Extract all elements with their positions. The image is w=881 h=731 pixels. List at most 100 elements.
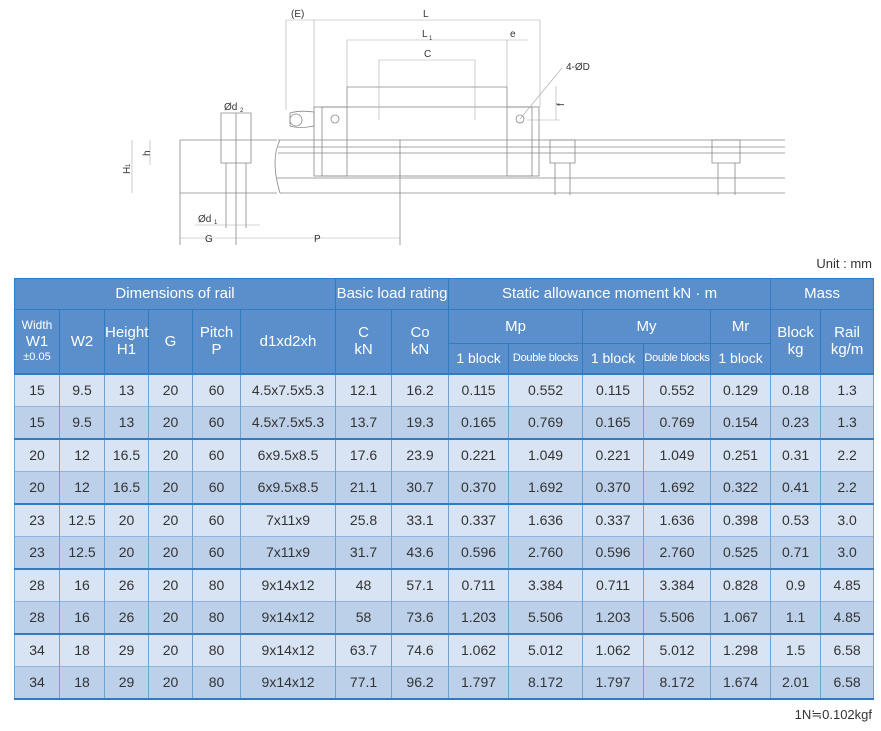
table-cell: 30.7 [391,470,450,504]
col-my-1block: 1 block [582,343,645,374]
table-cell: 1.674 [710,665,772,700]
table-cell: 0.711 [582,567,645,601]
table-cell: 1.049 [508,437,584,471]
table-cell: 17.6 [335,437,393,471]
table-cell: 6x9.5x8.5 [239,470,337,504]
table-cell: 34 [14,665,60,700]
label-l1-sub: 1 [429,36,433,42]
table-cell: 0.31 [770,437,822,471]
table-cell: 12 [59,437,105,471]
table-cell: 9.5 [59,372,105,406]
table-cell: 23.9 [391,437,450,471]
table-cell: 1.797 [582,665,645,700]
table-cell: 13 [104,372,149,406]
col-g: G [148,309,193,374]
label-f: f [556,103,567,106]
table-cell: 20 [148,372,193,406]
table-cell: 9x14x12 [239,632,337,666]
table-cell: 3.0 [820,502,875,536]
table-cell: 0.53 [770,502,822,536]
table-cell: 4.85 [820,600,875,634]
group-static-moment: Static allowance moment kN · m [448,278,772,310]
table-cell: 20 [148,600,193,634]
table-cell: 7x11x9 [239,502,337,536]
table-cell: 0.165 [448,405,510,439]
label-l: L [423,9,429,20]
table-cell: 18 [59,632,105,666]
table-cell: 4.5x7.5x5.3 [239,405,337,439]
label-d1: Ød [198,214,211,225]
table-cell: 1.062 [582,632,645,666]
table-cell: 0.251 [710,437,772,471]
table-cell: 2.760 [508,535,584,569]
label-l1: L [422,29,428,40]
label-h1-sub: 1 [126,163,132,167]
table-cell: 60 [192,470,241,504]
linear-guide-drawing: (E) L L 1 C e 4-ØD f Ød 2 h H 1 Ød 1 G P [122,9,785,245]
table-cell: 1.203 [448,600,510,634]
table-cell: 6.58 [820,632,875,666]
table-cell: 43.6 [391,535,450,569]
table-cell: 0.769 [508,405,584,439]
label-hole-d: 4-ØD [566,62,590,73]
table-cell: 12 [59,470,105,504]
table-cell: 7x11x9 [239,535,337,569]
table-cell: 1.797 [448,665,510,700]
table-cell: 26 [104,567,149,601]
table-cell: 6.58 [820,665,875,700]
table-cell: 20 [148,665,193,700]
table-cell: 5.012 [508,632,584,666]
table-cell: 13.7 [335,405,393,439]
group-load-rating: Basic load rating [335,278,450,310]
table-cell: 31.7 [335,535,393,569]
table-cell: 0.129 [710,372,772,406]
table-cell: 5.012 [643,632,712,666]
table-cell: 3.384 [643,567,712,601]
table-cell: 2.2 [820,470,875,504]
table-cell: 12.1 [335,372,393,406]
table-cell: 16.5 [104,470,149,504]
table-cell: 20 [104,535,149,569]
label-g: G [205,234,213,245]
table-cell: 9x14x12 [239,567,337,601]
table-cell: 5.506 [643,600,712,634]
table-cell: 15 [14,372,60,406]
label-h: h [142,150,153,156]
table-cell: 57.1 [391,567,450,601]
table-cell: 20 [148,632,193,666]
table-cell: 60 [192,535,241,569]
table-cell: 0.337 [448,502,510,536]
table-cell: 2.760 [643,535,712,569]
table-cell: 48 [335,567,393,601]
table-cell: 1.636 [643,502,712,536]
table-cell: 1.1 [770,600,822,634]
table-cell: 29 [104,665,149,700]
table-cell: 2.2 [820,437,875,471]
table-cell: 28 [14,567,60,601]
table-cell: 20 [104,502,149,536]
table-cell: 1.049 [643,437,712,471]
table-cell: 80 [192,567,241,601]
table-cell: 1.062 [448,632,510,666]
table-cell: 74.6 [391,632,450,666]
col-mr: Mr [710,309,772,344]
label-d2: Ød [224,102,237,113]
table-cell: 1.3 [820,372,875,406]
table-cell: 0.23 [770,405,822,439]
col-mp: Mp [448,309,584,344]
table-cell: 0.165 [582,405,645,439]
table-cell: 12.5 [59,535,105,569]
table-cell: 4.5x7.5x5.3 [239,372,337,406]
table-cell: 8.172 [508,665,584,700]
table-cell: 0.769 [643,405,712,439]
col-my-double: Double blocks [643,343,712,374]
